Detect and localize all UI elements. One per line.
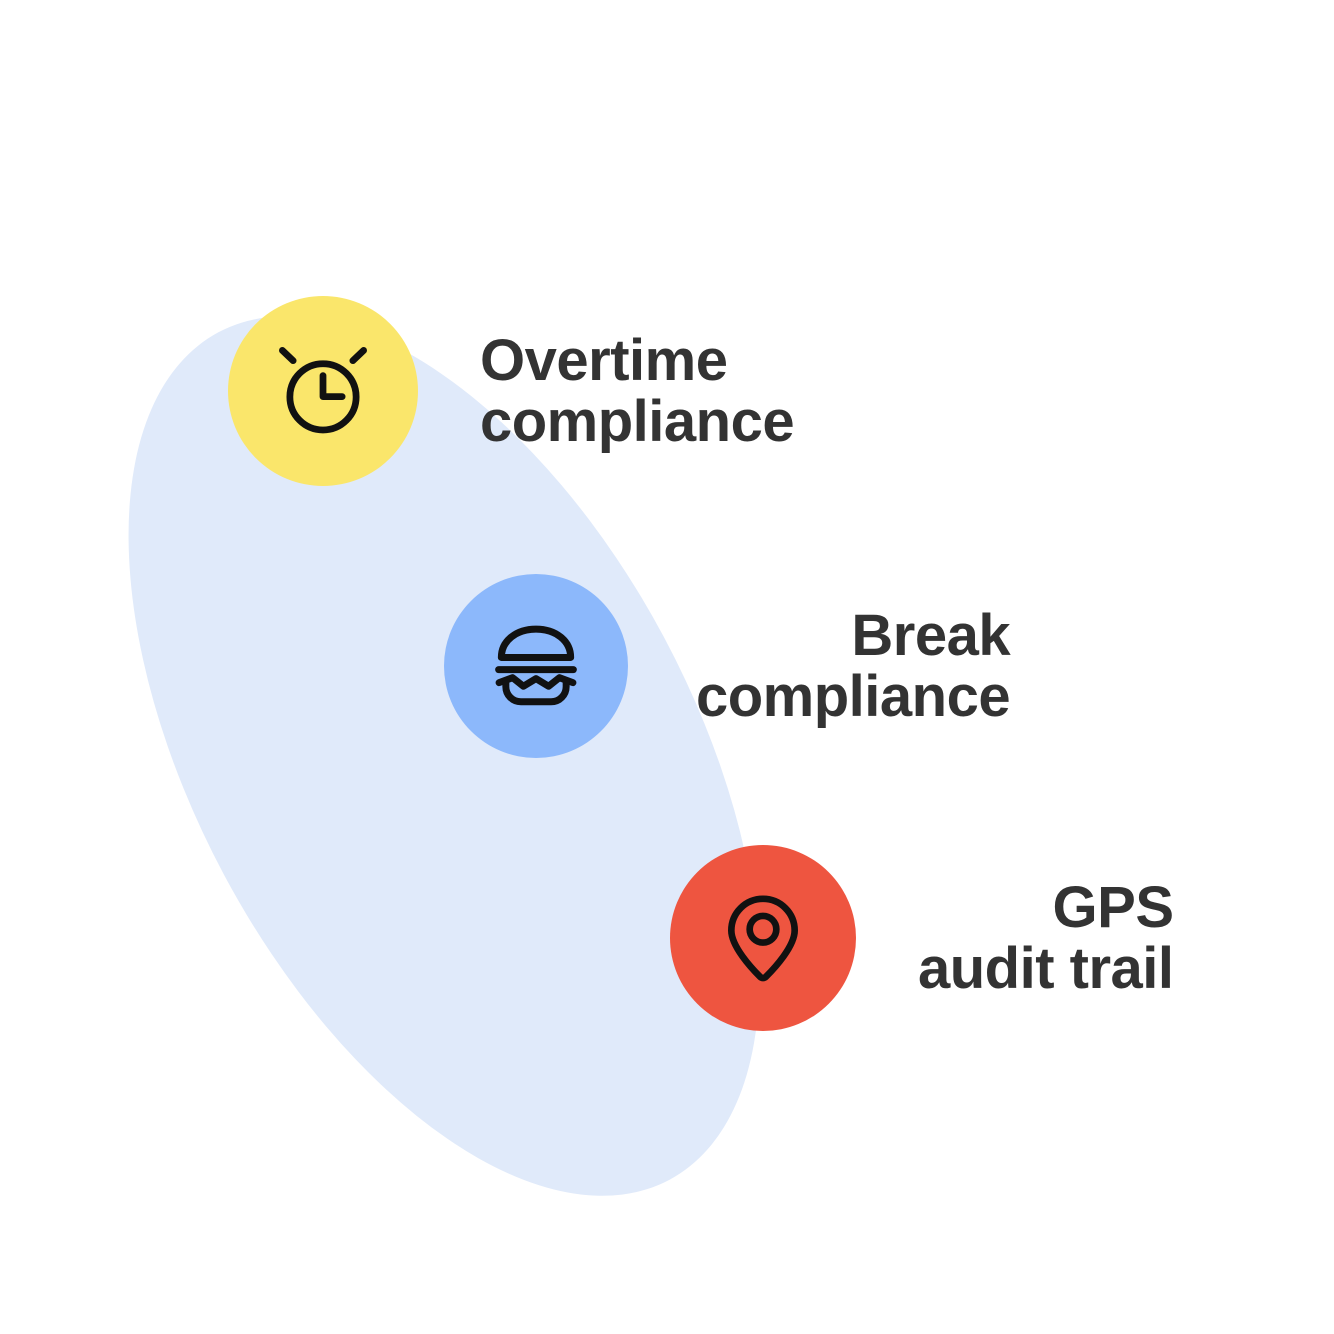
burger-icon [495,625,577,706]
gps-audit-trail-badge [670,845,856,1031]
feature-item-break-compliance[interactable]: Break compliance [444,574,1011,758]
alarm-clock-icon [279,347,367,434]
feature-item-gps-audit-trail[interactable]: GPS audit trail [670,845,1174,1031]
feature-item-overtime-compliance[interactable]: Overtime compliance [228,296,795,486]
break-compliance-badge [444,574,628,758]
break-compliance-label: Break compliance [696,602,1011,729]
location-pin-icon [728,895,798,982]
overtime-compliance-badge [228,296,418,486]
gps-audit-trail-label: GPS audit trail [918,874,1174,1001]
overtime-compliance-label: Overtime compliance [480,327,795,454]
